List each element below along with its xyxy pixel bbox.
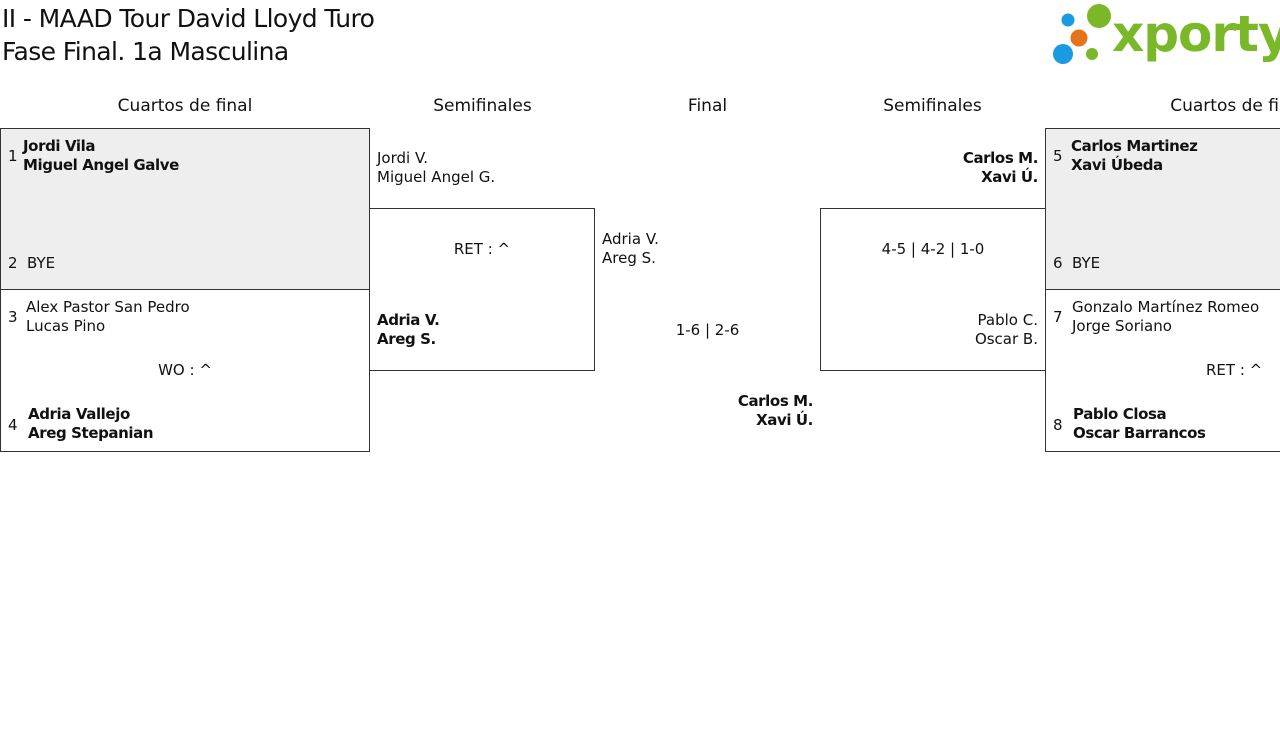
right-quarter-match-1[interactable]: 5 Carlos Martinez Xavi Úbeda 6 BYE	[1045, 128, 1280, 290]
left-quarter-match-2[interactable]: 3 Alex Pastor San Pedro Lucas Pino WO : …	[0, 289, 370, 452]
round-final: Final	[687, 96, 728, 116]
right-quarter-match-2[interactable]: 7 Gonzalo Martínez Romeo Jorge Soriano R…	[1045, 289, 1280, 452]
match-score: RET : ^	[1206, 361, 1263, 379]
round-left-quarters: Cuartos de final	[117, 96, 253, 116]
player-name: Adria V.	[602, 230, 659, 248]
seed-number: 1	[8, 147, 18, 165]
player-name: Adria V.	[377, 311, 440, 329]
player-name: Xavi Úbeda	[1071, 156, 1163, 174]
seed-number: 2	[8, 254, 18, 272]
match-score: WO : ^	[158, 361, 212, 379]
player-name: Jordi Vila	[23, 137, 96, 155]
match-score: RET : ^	[453, 240, 511, 258]
player-name: Xavi Ú.	[756, 411, 813, 429]
round-right-quarters: Cuartos de fin	[1170, 96, 1280, 116]
bye-label: BYE	[1072, 254, 1101, 272]
player-name: Areg S.	[377, 330, 436, 348]
player-name: Lucas Pino	[26, 317, 106, 335]
player-name: Alex Pastor San Pedro	[26, 298, 190, 316]
xporty-logo[interactable]: xporty	[1050, 4, 1280, 66]
final-match[interactable]: Adria V. Areg S. 1-6 | 2-6 Carlos M. Xav…	[595, 208, 820, 452]
player-name: Miguel Angel Galve	[23, 156, 179, 174]
seed-number: 4	[8, 416, 18, 434]
seed-number: 6	[1053, 254, 1063, 272]
match-score: 1-6 | 2-6	[675, 321, 740, 339]
player-name: Areg Stepanian	[28, 424, 154, 442]
player-name: Oscar Barrancos	[1073, 424, 1206, 442]
round-right-semis: Semifinales	[883, 96, 982, 116]
round-left-semis: Semifinales	[433, 96, 532, 116]
left-semi-match[interactable]: RET : ^ Adria V. Areg S.	[369, 208, 595, 371]
player-name: Carlos Martinez	[1071, 137, 1198, 155]
tournament-title: II - MAAD Tour David Lloyd Turo	[2, 4, 375, 33]
player-name: Carlos M.	[737, 392, 814, 410]
player-name: Gonzalo Martínez Romeo	[1072, 298, 1260, 316]
seed-number: 3	[8, 308, 18, 326]
player-name: Areg S.	[602, 249, 656, 267]
logo-wordmark: xporty	[1112, 5, 1280, 63]
bye-label: BYE	[27, 254, 56, 272]
player-name: Adria Vallejo	[28, 405, 130, 423]
seed-number: 5	[1053, 147, 1063, 165]
player-name: Xavi Ú.	[981, 168, 1038, 186]
seed-number: 7	[1053, 308, 1063, 326]
phase-title: Fase Final. 1a Masculina	[2, 37, 289, 66]
player-name: Miguel Angel G.	[377, 168, 496, 186]
right-semi-match[interactable]: 4-5 | 4-2 | 1-0 Pablo C. Oscar B.	[820, 208, 1046, 371]
seed-number: 8	[1053, 416, 1063, 434]
player-name: Pablo C.	[977, 311, 1038, 329]
player-name: Jorge Soriano	[1072, 317, 1172, 335]
player-name: Carlos M.	[962, 149, 1039, 167]
match-score: 4-5 | 4-2 | 1-0	[881, 240, 985, 258]
left-quarter-match-1[interactable]: 1 Jordi Vila Miguel Angel Galve 2 BYE	[0, 128, 370, 290]
player-name: Pablo Closa	[1073, 405, 1167, 423]
logo-dots-icon	[1053, 4, 1111, 64]
player-name: Jordi V.	[377, 149, 429, 167]
player-name: Oscar B.	[974, 330, 1038, 348]
